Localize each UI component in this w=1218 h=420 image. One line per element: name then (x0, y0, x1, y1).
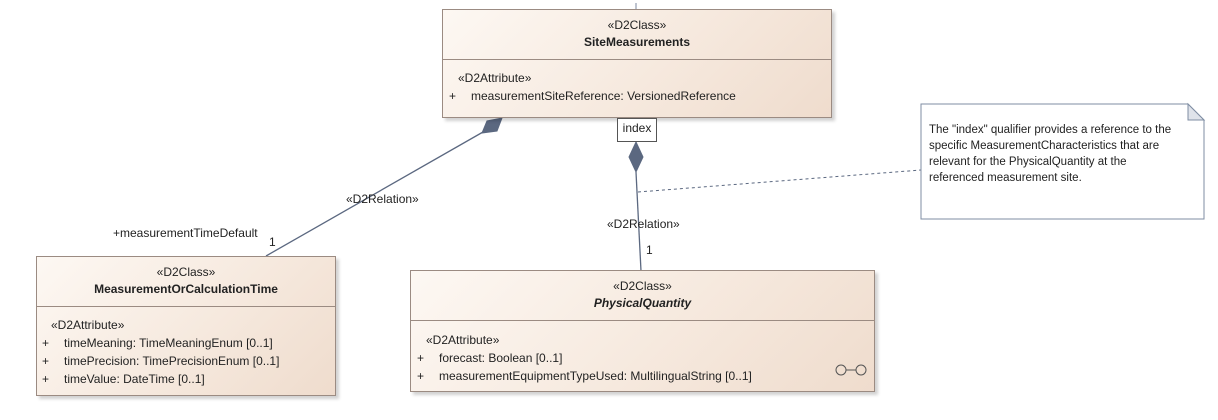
attribute-text: forecast: Boolean [0..1] (439, 351, 563, 365)
attribute-text: timeMeaning: TimeMeaningEnum [0..1] (64, 336, 273, 350)
class-site-measurements[interactable]: «D2Class» SiteMeasurements «D2Attribute»… (442, 9, 832, 118)
attribute-visibility: + (449, 89, 457, 103)
note-text: The "index" qualifier provides a referen… (929, 124, 1172, 184)
quantity-relation-multiplicity: 1 (646, 243, 653, 257)
attribute-visibility: + (417, 369, 425, 383)
class-measurement-or-calculation-time[interactable]: «D2Class» MeasurementOrCalculationTime «… (36, 256, 336, 396)
time-relation-stereotype: «D2Relation» (346, 192, 419, 206)
association-class-icon (835, 364, 867, 376)
time-relation-role: +measurementTimeDefault (113, 226, 258, 240)
note-link-line (637, 169, 922, 193)
time-relation-aggregation-diamond (481, 117, 503, 134)
attribute-stereotype: «D2Attribute» (51, 318, 125, 332)
attribute-visibility: + (42, 354, 50, 368)
index-qualifier-box[interactable]: index (617, 118, 657, 142)
attribute-text: measurementSiteReference: VersionedRefer… (471, 89, 736, 103)
class-name: PhysicalQuantity (593, 296, 692, 310)
class-name: SiteMeasurements (583, 35, 691, 49)
attribute-row[interactable]: + timeMeaning: TimeMeaningEnum [0..1] (42, 334, 335, 352)
class-attributes: «D2Attribute» +forecast: Boolean [0..1] … (411, 321, 874, 385)
class-header: «D2Class» MeasurementOrCalculationTime (37, 257, 335, 307)
attribute-text: timePrecision: TimePrecisionEnum [0..1] (64, 354, 280, 368)
attribute-row[interactable]: + measurementSiteReference: VersionedRefe… (449, 87, 831, 105)
quantity-relation-aggregation-diamond (628, 140, 644, 174)
attribute-text: measurementEquipmentTypeUsed: Multilingu… (439, 369, 752, 383)
class-stereotype: «D2Class» (607, 18, 667, 32)
class-physical-quantity[interactable]: «D2Class» PhysicalQuantity «D2Attribute»… (410, 270, 875, 392)
attribute-visibility: + (417, 351, 425, 365)
class-attributes: «D2Attribute» + timeMeaning: TimeMeaningE… (37, 307, 335, 388)
quantity-relation-line[interactable] (635, 171, 642, 272)
note-fold (1187, 102, 1206, 121)
class-name: MeasurementOrCalculationTime (94, 282, 278, 296)
attribute-stereotype: «D2Attribute» (458, 71, 532, 85)
note-shape (920, 103, 1205, 220)
attribute-visibility: + (42, 336, 50, 350)
quantity-relation-stereotype: «D2Relation» (607, 217, 680, 231)
time-relation-multiplicity: 1 (269, 235, 276, 249)
attribute-stereotype: «D2Attribute» (426, 333, 500, 347)
attribute-visibility: + (42, 372, 50, 386)
attribute-row[interactable]: + timeValue: DateTime [0..1] (42, 370, 335, 388)
class-attributes: «D2Attribute» + measurementSiteReference:… (443, 60, 831, 105)
attribute-row[interactable]: + timePrecision: TimePrecisionEnum [0..1] (42, 352, 335, 370)
class-header: «D2Class» PhysicalQuantity (411, 271, 874, 321)
attribute-row[interactable]: + forecast: Boolean [0..1] (417, 349, 874, 367)
class-stereotype: «D2Class» (156, 265, 216, 279)
class-header: «D2Class» SiteMeasurements (443, 10, 831, 60)
time-relation-line[interactable] (265, 127, 491, 257)
class-stereotype: «D2Class» (613, 279, 672, 293)
attribute-row[interactable]: + measurementEquipmentTypeUsed: Multiling… (417, 367, 874, 385)
attribute-text: timeValue: DateTime [0..1] (64, 372, 205, 386)
